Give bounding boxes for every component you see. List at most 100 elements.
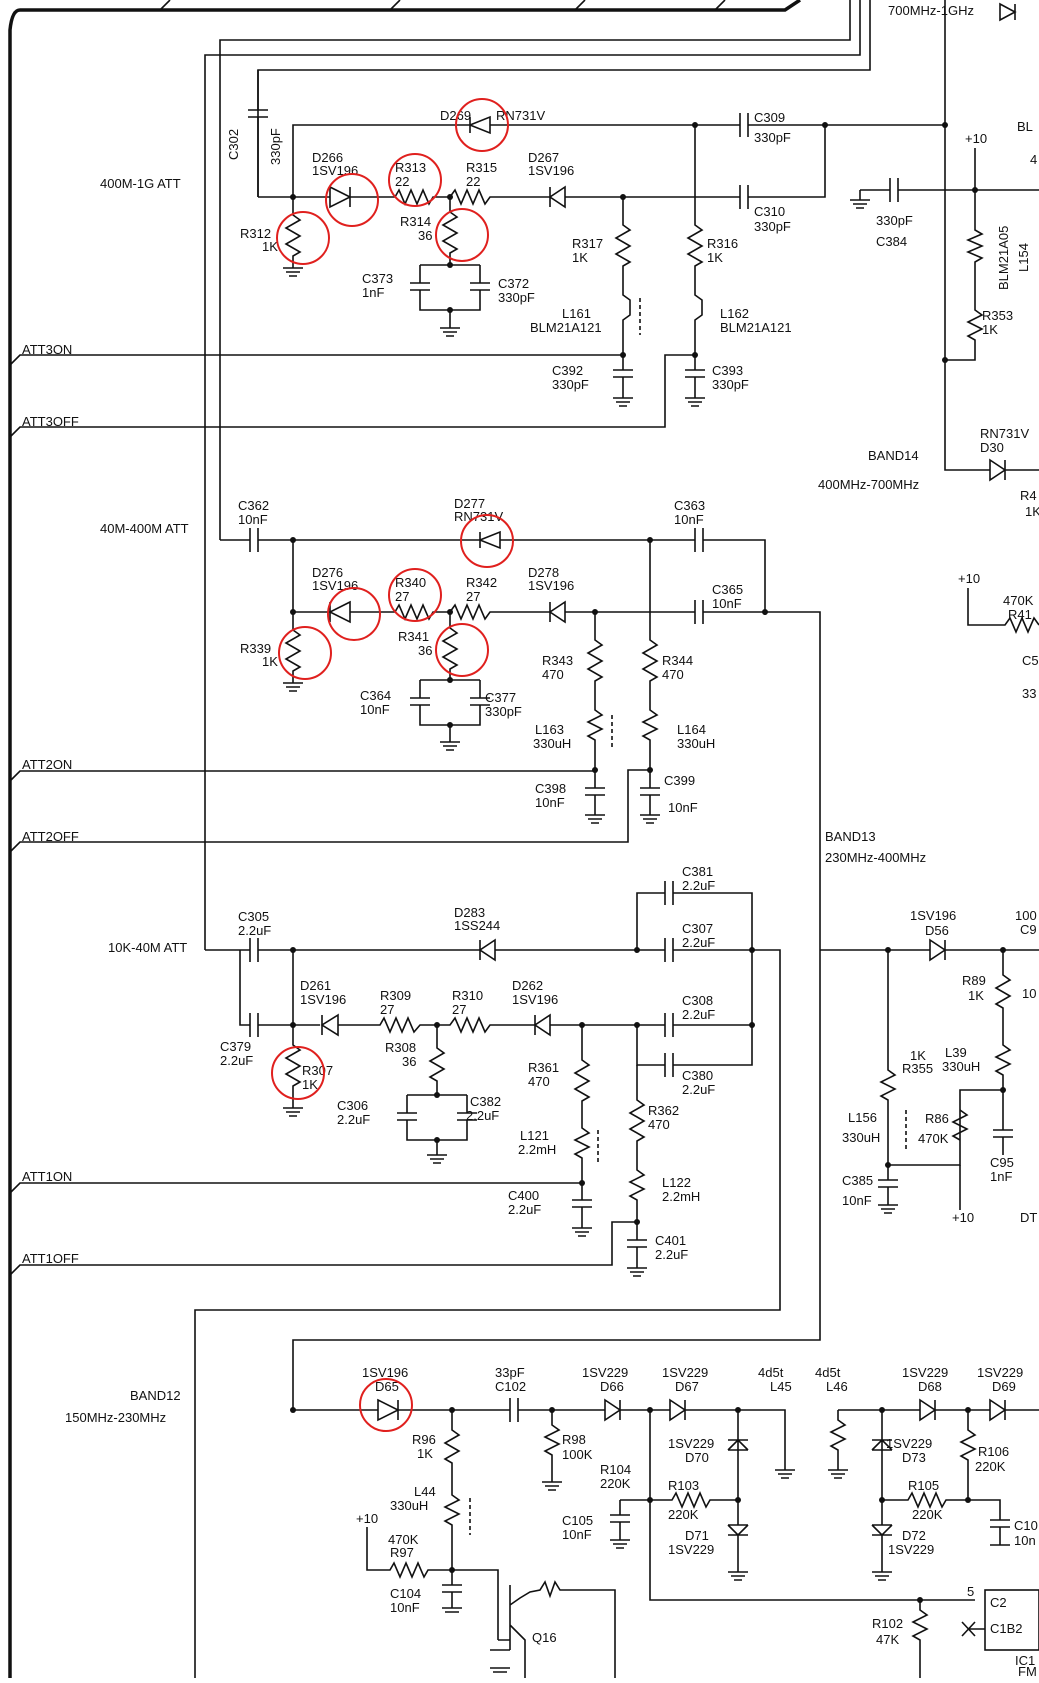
value-r313: 22: [395, 174, 409, 189]
ic-c2: C2: [990, 1595, 1007, 1610]
label-c401: C401: [655, 1233, 686, 1248]
label-r89: R89: [962, 973, 986, 988]
section-label-att3: 400M-1G ATT: [100, 176, 181, 191]
band14-area: 700MHz-1GHz BL 4 +10 330pF C384 BLM21A05…: [818, 0, 1039, 701]
label-d261: D261: [300, 978, 331, 993]
label-d66: D66: [600, 1379, 624, 1394]
att1-section: 10K-40M ATT C305 2.2uF D283 1SS244 C381 …: [9, 864, 821, 1678]
value-c377: 330pF: [485, 704, 522, 719]
net-att1on: ATT1ON: [22, 1169, 72, 1184]
type-l46: 4d5t: [815, 1365, 841, 1380]
highlight-r314: [435, 208, 489, 262]
type-d73: 1SV229: [886, 1436, 932, 1451]
band12-range: 150MHz-230MHz: [65, 1410, 166, 1425]
label-r102: R102: [872, 1616, 903, 1631]
frag-r4: R4: [1020, 488, 1037, 503]
value-c382: 2.2uF: [466, 1108, 499, 1123]
label-c306: C306: [337, 1098, 368, 1113]
label-c372: C372: [498, 276, 529, 291]
label-c365: C365: [712, 582, 743, 597]
label-c382: C382: [470, 1094, 501, 1109]
value-r97: 470K: [388, 1532, 419, 1547]
label-l121: L121: [520, 1128, 549, 1143]
value-r343: 470: [542, 667, 564, 682]
label-r343: R343: [542, 653, 573, 668]
value-r103: 220K: [668, 1507, 699, 1522]
value-l121: 2.2mH: [518, 1142, 556, 1157]
label-r86: R86: [925, 1111, 949, 1126]
type-d30: RN731V: [980, 426, 1029, 441]
net-plus10-d: +10: [356, 1511, 378, 1526]
value-c305: 2.2uF: [238, 923, 271, 938]
type-l45: 4d5t: [758, 1365, 784, 1380]
ic-pin-5: 5: [967, 1584, 974, 1599]
value-r96: 1K: [417, 1446, 433, 1461]
label-l156: L156: [848, 1110, 877, 1125]
value-r89: 1K: [968, 988, 984, 1003]
label-r353: R353: [982, 308, 1013, 323]
label-c102: C102: [495, 1379, 526, 1394]
frag-4: 4: [1030, 152, 1037, 167]
label-r106: R106: [978, 1444, 1009, 1459]
value-r104: 220K: [600, 1476, 631, 1491]
value-r314: 36: [418, 228, 432, 243]
net-plus10-b: +10: [958, 571, 980, 586]
value-c306: 2.2uF: [337, 1112, 370, 1127]
band15-range: 700MHz-1GHz: [888, 3, 974, 18]
label-r96: R96: [412, 1432, 436, 1447]
type-d267: 1SV196: [528, 163, 574, 178]
type-l162: BLM21A121: [720, 320, 792, 335]
label-l39: L39: [945, 1045, 967, 1060]
highlight-d269: [455, 98, 509, 152]
label-r340: R340: [395, 575, 426, 590]
type-d71: 1SV229: [668, 1542, 714, 1557]
highlight-r341: [435, 623, 489, 677]
frag-10n: 10n: [1014, 1533, 1036, 1548]
label-d68: D68: [918, 1379, 942, 1394]
value-r342: 27: [466, 589, 480, 604]
value-r106: 220K: [975, 1459, 1006, 1474]
value-r312: 1K: [262, 239, 278, 254]
label-d266: D266: [312, 150, 343, 165]
label-r307: R307: [302, 1063, 333, 1078]
label-c104: C104: [390, 1586, 421, 1601]
frag-c10: C10: [1014, 1518, 1038, 1533]
frag-dt: DT: [1020, 1210, 1037, 1225]
value-r340: 27: [395, 589, 409, 604]
highlight-r312: [276, 211, 330, 265]
value-c400: 2.2uF: [508, 1202, 541, 1217]
label-c385: C385: [842, 1173, 873, 1188]
label-r355: R355: [902, 1061, 933, 1076]
ic-c1b2: C1B2: [990, 1621, 1023, 1636]
label-l154: L154: [1016, 243, 1031, 272]
label-r361: R361: [528, 1060, 559, 1075]
value-c302: 330pF: [268, 128, 283, 165]
label-r313: R313: [395, 160, 426, 175]
band12-label: BAND12: [130, 1388, 181, 1403]
label-c362: C362: [238, 498, 269, 513]
value-r98: 100K: [562, 1447, 593, 1462]
highlight-d276: [327, 587, 381, 641]
type-d69: 1SV229: [977, 1365, 1023, 1380]
type-d72: 1SV229: [888, 1542, 934, 1557]
value-l156: 330uH: [842, 1130, 880, 1145]
net-att2on: ATT2ON: [22, 757, 72, 772]
value-c381: 2.2uF: [682, 878, 715, 893]
label-d67: D67: [675, 1379, 699, 1394]
label-r309: R309: [380, 988, 411, 1003]
label-r103: R103: [668, 1478, 699, 1493]
highlight-marks: [271, 98, 514, 1432]
value-l44: 330uH: [390, 1498, 428, 1513]
label-d70: D70: [685, 1450, 709, 1465]
frag-ic1: IC1: [1015, 1653, 1035, 1668]
type-d261: 1SV196: [300, 992, 346, 1007]
band14-label: BAND14: [868, 448, 919, 463]
label-d283: D283: [454, 905, 485, 920]
label-c379: C379: [220, 1039, 251, 1054]
label-d277: D277: [454, 496, 485, 511]
label-l44: L44: [414, 1484, 436, 1499]
frag-fm: FM: [1018, 1664, 1037, 1678]
label-r342: R342: [466, 575, 497, 590]
type-d66: 1SV229: [582, 1365, 628, 1380]
label-l162: L162: [720, 306, 749, 321]
